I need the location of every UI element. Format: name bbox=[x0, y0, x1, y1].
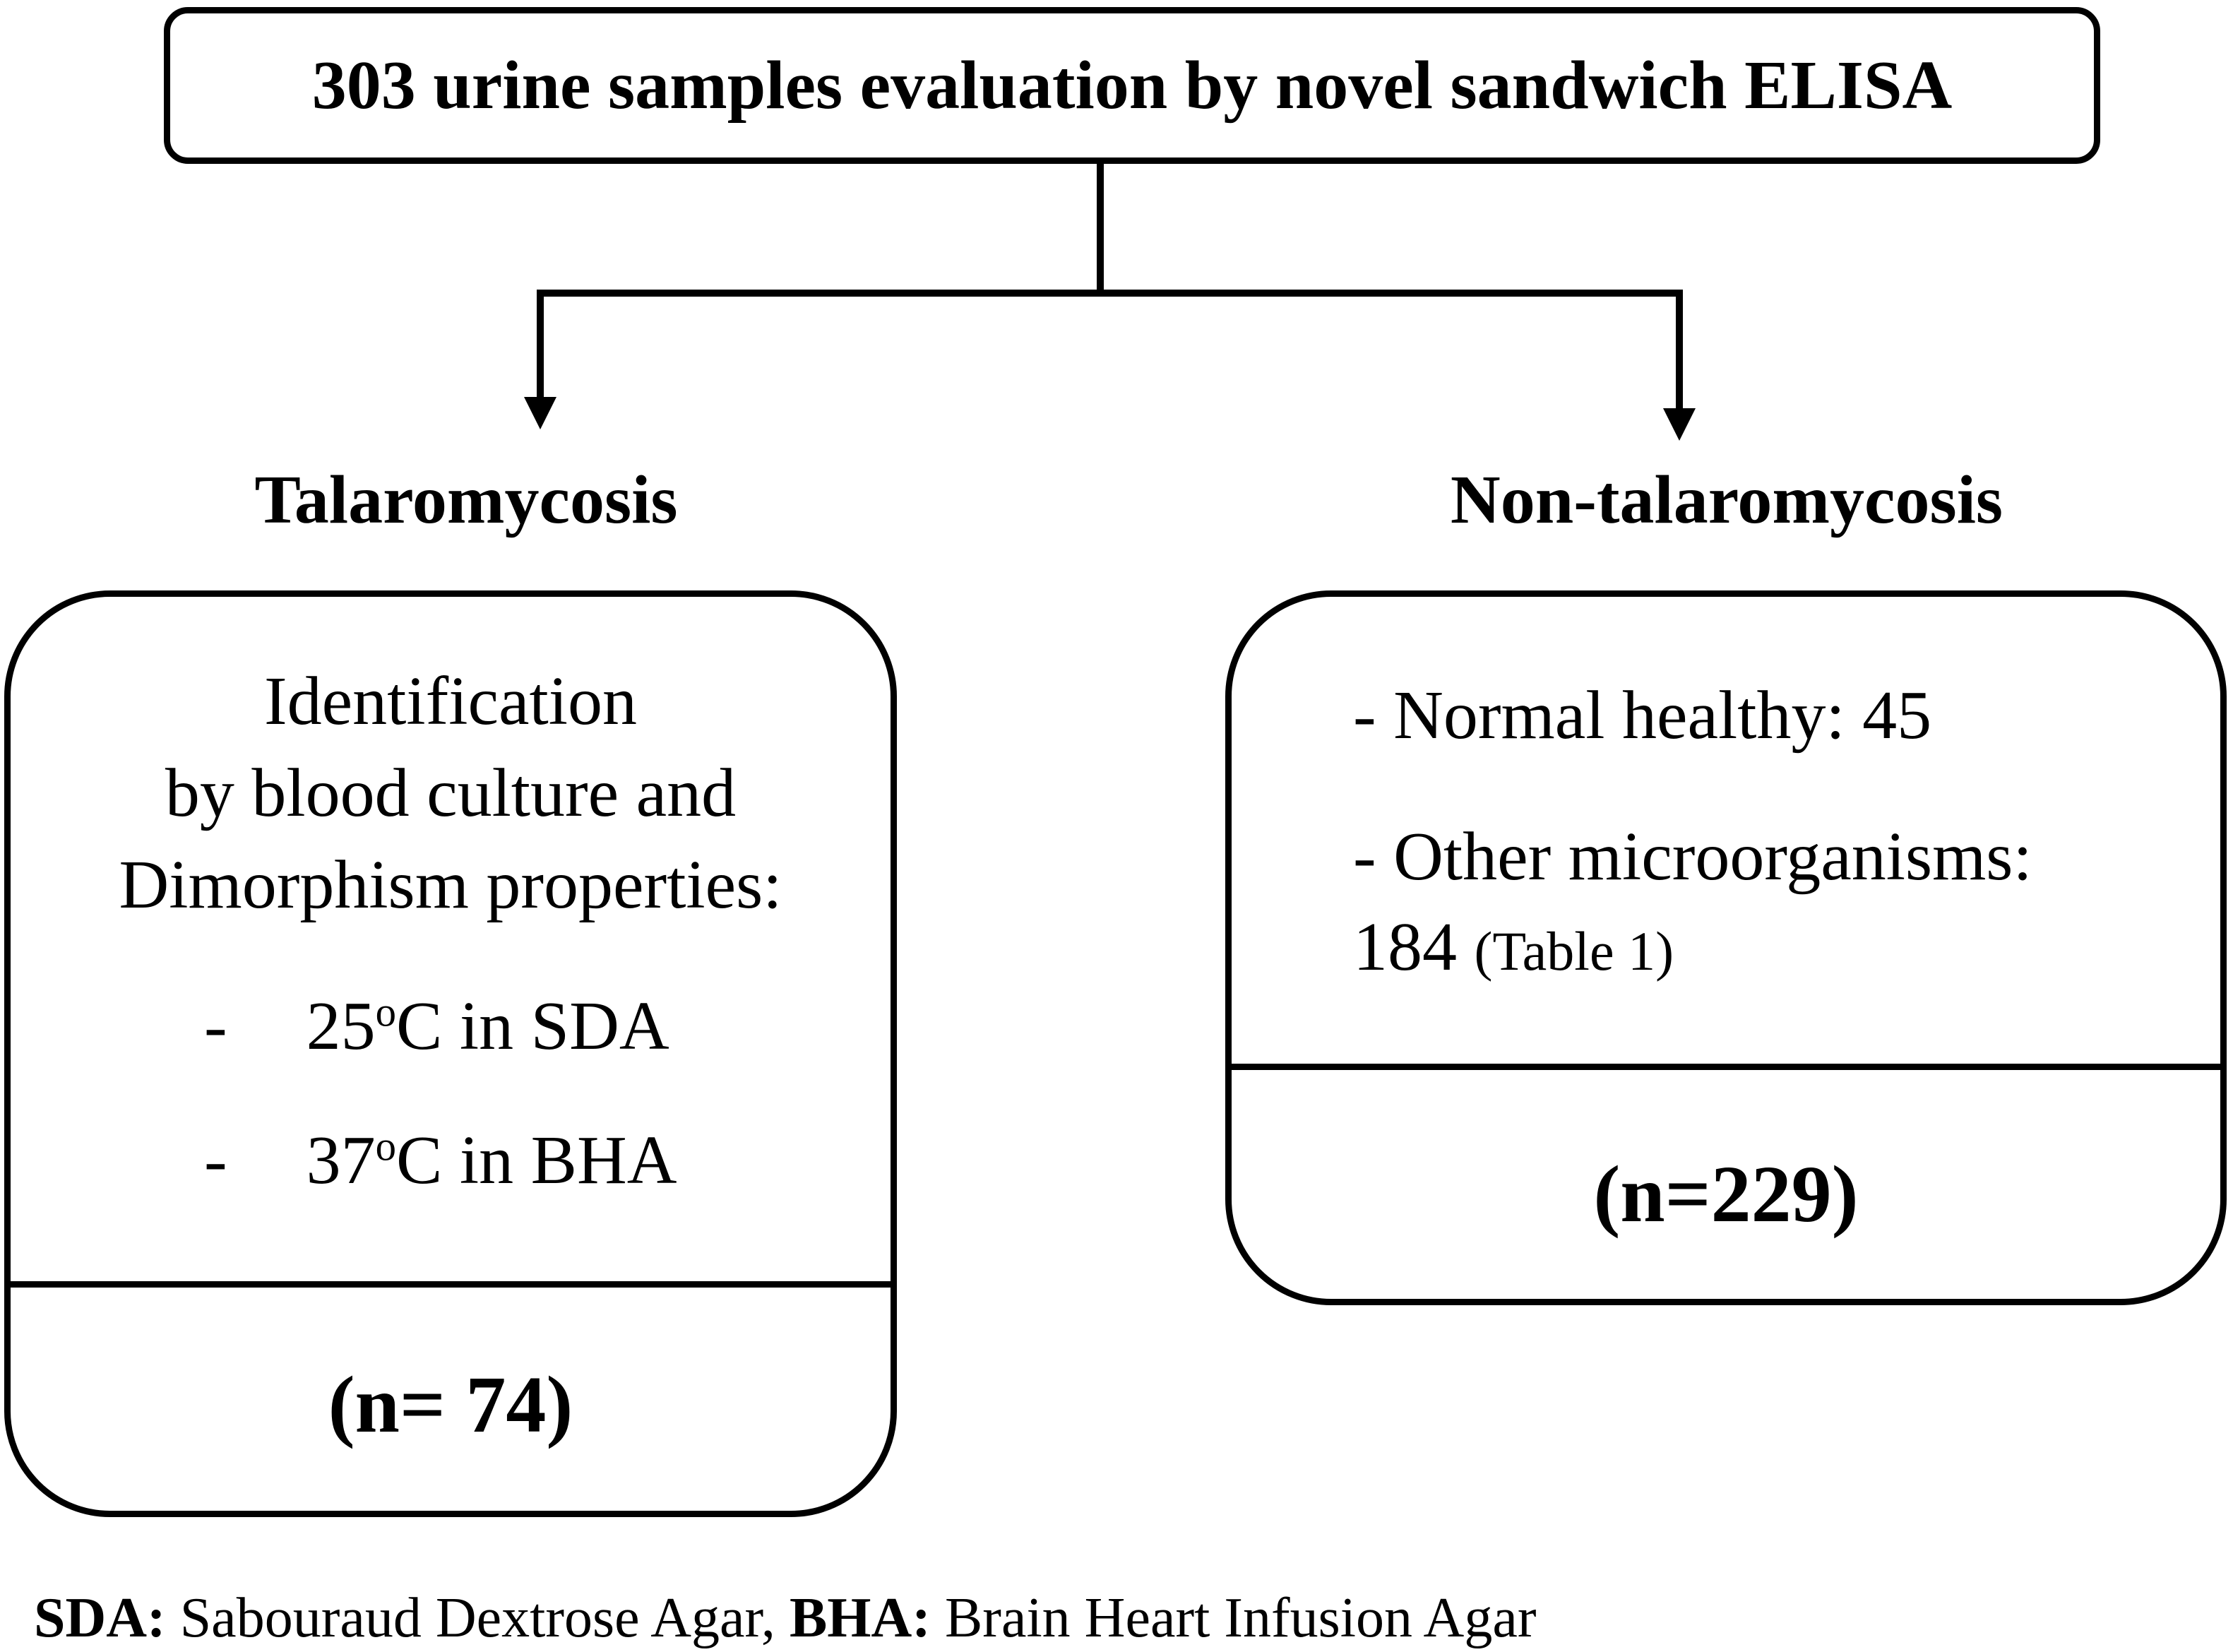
right-divider bbox=[1232, 1064, 2220, 1070]
sda-abbr: SDA: bbox=[34, 1587, 166, 1649]
non-talaromycosis-count: (n=229) bbox=[1593, 1149, 1859, 1239]
normal-healthy-item: - Normal healthy: 45 bbox=[1353, 677, 1932, 754]
temperature-value: 37 bbox=[306, 1122, 376, 1199]
root-node: 303 urine samples evaluation by novel sa… bbox=[164, 7, 2100, 164]
degree-mark: o bbox=[375, 989, 397, 1035]
condition-sda: - 25oC in SDA bbox=[204, 987, 669, 1066]
non-talaromycosis-heading: Non-talaromycosis bbox=[1450, 462, 2003, 538]
temperature-value: 25 bbox=[306, 988, 376, 1064]
bha-definition: Brain Heart Infusion Agar bbox=[930, 1587, 1537, 1649]
condition-text: C in BHA bbox=[396, 1122, 677, 1199]
left-divider bbox=[11, 1281, 891, 1288]
root-title: 303 urine samples evaluation by novel sa… bbox=[311, 47, 1953, 124]
degree-mark: o bbox=[375, 1123, 397, 1170]
other-microorganisms-count: 184 (Table 1) bbox=[1353, 908, 1674, 987]
right-arrowhead bbox=[1663, 408, 1696, 441]
talaromycosis-count: (n= 74) bbox=[328, 1360, 573, 1449]
non-talaromycosis-box: - Normal healthy: 45 - Other microorgani… bbox=[1225, 590, 2227, 1305]
other-microorganisms-item: - Other microorganisms: bbox=[1353, 819, 2032, 895]
left-arrowhead bbox=[524, 397, 556, 429]
bha-abbr: BHA: bbox=[789, 1587, 931, 1649]
talaromycosis-box: Identification by blood culture and Dimo… bbox=[4, 590, 897, 1517]
bullet-dash: - bbox=[204, 1122, 227, 1199]
abbreviation-footnote: SDA: Sabouraud Dextrose Agar, BHA: Brain… bbox=[34, 1586, 1536, 1651]
table-reference: (Table 1) bbox=[1474, 920, 1674, 982]
identification-line-3: Dimorphism properties: bbox=[119, 847, 782, 923]
connector-arrows bbox=[524, 164, 1696, 441]
count-value: 184 bbox=[1353, 909, 1457, 985]
identification-line-1: Identification bbox=[264, 663, 637, 739]
condition-text: C in SDA bbox=[396, 988, 669, 1064]
condition-bha: - 37oC in BHA bbox=[204, 1121, 677, 1200]
identification-line-2: by blood culture and bbox=[165, 755, 737, 831]
bullet-dash: - bbox=[204, 988, 227, 1064]
sda-definition: Sabouraud Dextrose Agar, bbox=[165, 1587, 775, 1649]
talaromycosis-heading: Talaromycosis bbox=[254, 462, 678, 538]
